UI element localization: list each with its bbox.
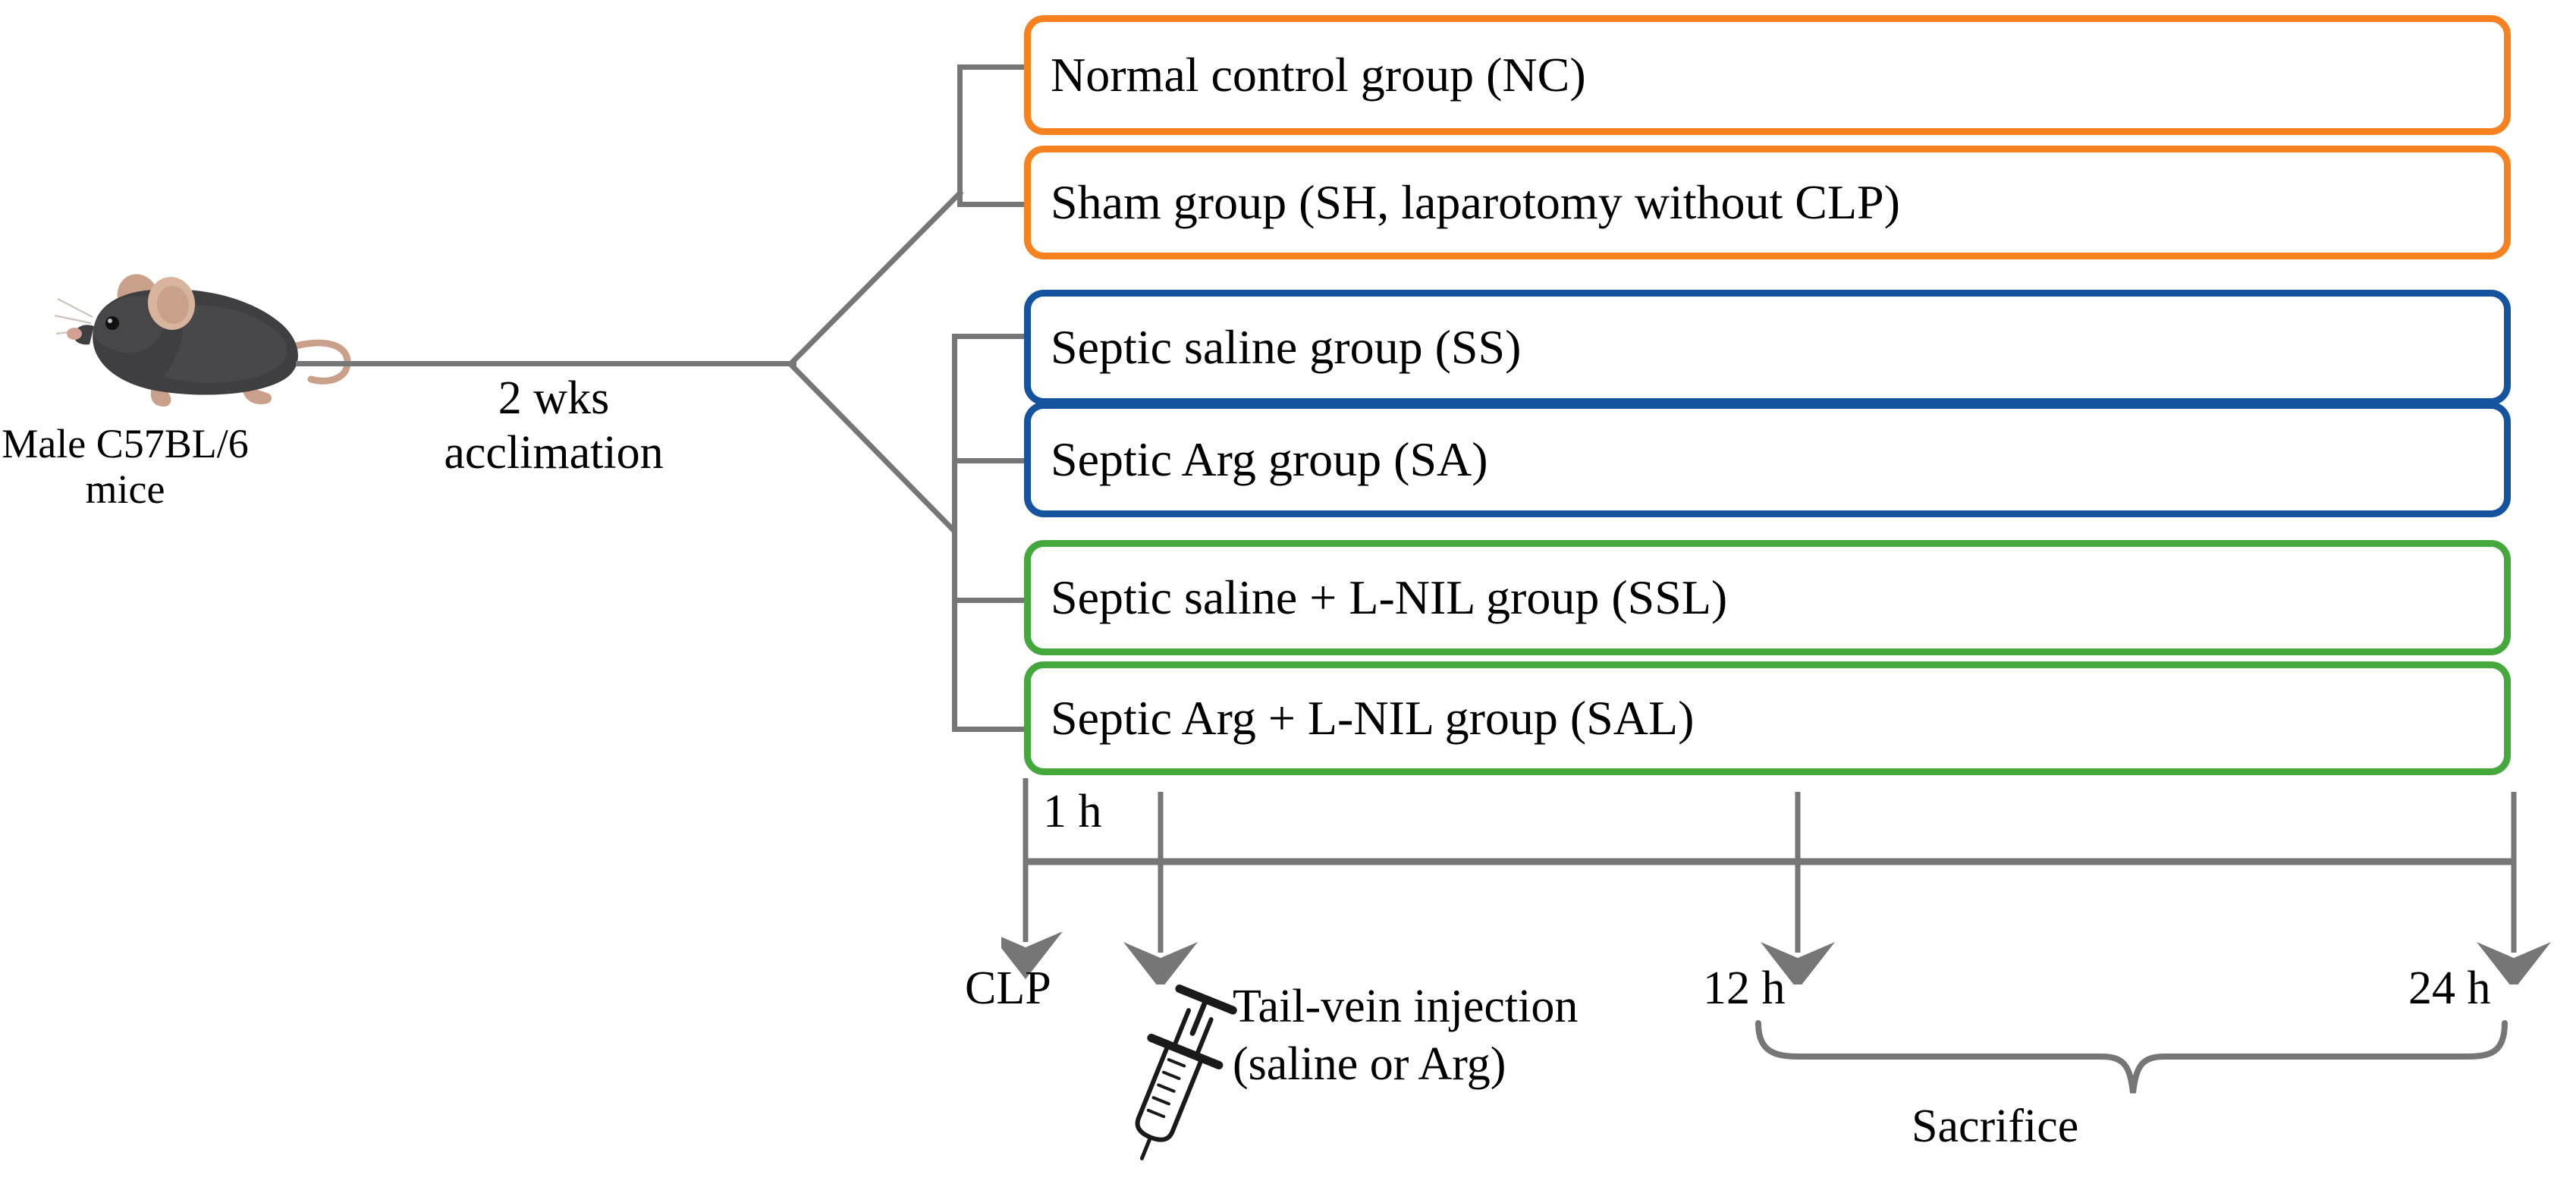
group-box-ss[interactable]: Septic saline group (SS)	[1024, 290, 2511, 405]
subject-label-line2: mice	[85, 466, 165, 513]
syringe-icon	[1100, 980, 1252, 1170]
lower-bracket-stub-1	[952, 334, 1027, 339]
group-box-sa[interactable]: Septic Arg group (SA)	[1024, 402, 2511, 517]
upper-bracket-stub-1	[957, 64, 1027, 70]
upper-bracket-stub-2	[957, 202, 1027, 207]
timeline-event-12h: 12 h	[1703, 962, 1786, 1014]
group-label-sh: Sham group (SH, laparotomy without CLP)	[1051, 175, 1900, 229]
group-label-ssl: Septic saline + L-NIL group (SSL)	[1051, 570, 1728, 624]
acclimation-line2: acclimation	[444, 426, 664, 479]
timeline-axis	[1001, 772, 2556, 984]
injection-sublabel: (saline or Arg)	[1233, 1038, 1506, 1090]
acclimation-line1: 2 wks	[498, 372, 610, 424]
group-label-nc: Normal control group (NC)	[1051, 48, 1586, 102]
group-label-sal: Septic Arg + L-NIL group (SAL)	[1051, 691, 1695, 745]
lower-bracket-stub-3	[952, 598, 1027, 603]
lower-bracket-stub-2	[952, 458, 1027, 463]
group-box-sh[interactable]: Sham group (SH, laparotomy without CLP)	[1024, 146, 2511, 259]
acclimation-label: 2 wks acclimation	[375, 372, 732, 481]
sacrifice-label: Sacrifice	[1912, 1101, 2079, 1152]
timeline-event-24h: 24 h	[2408, 962, 2491, 1014]
timeline-interval-label: 1 h	[1043, 786, 1102, 837]
injection-label: Tail-vein injection	[1233, 981, 1579, 1032]
sacrifice-brace	[1745, 1020, 2518, 1104]
group-label-sa: Septic Arg group (SA)	[1051, 432, 1488, 486]
group-box-nc[interactable]: Normal control group (NC)	[1024, 15, 2511, 135]
acclimation-stem-line	[296, 361, 796, 366]
group-box-sal[interactable]: Septic Arg + L-NIL group (SAL)	[1024, 661, 2511, 775]
lower-bracket-vertical	[952, 334, 957, 732]
mouse-illustration	[46, 273, 402, 417]
lower-bracket-stub-4	[952, 727, 1027, 732]
subject-label-line1: Male C57BL/6	[2, 421, 249, 466]
branch-split-lines	[789, 137, 971, 592]
group-label-ss: Septic saline group (SS)	[1051, 320, 1522, 374]
group-box-ssl[interactable]: Septic saline + L-NIL group (SSL)	[1024, 540, 2511, 655]
subject-label: Male C57BL/6 mice	[0, 421, 250, 513]
upper-bracket-vertical	[957, 64, 963, 207]
timeline-event-injection: Tail-vein injection (saline or Arg)	[1233, 978, 1578, 1093]
timeline-event-clp: CLP	[965, 962, 1051, 1014]
